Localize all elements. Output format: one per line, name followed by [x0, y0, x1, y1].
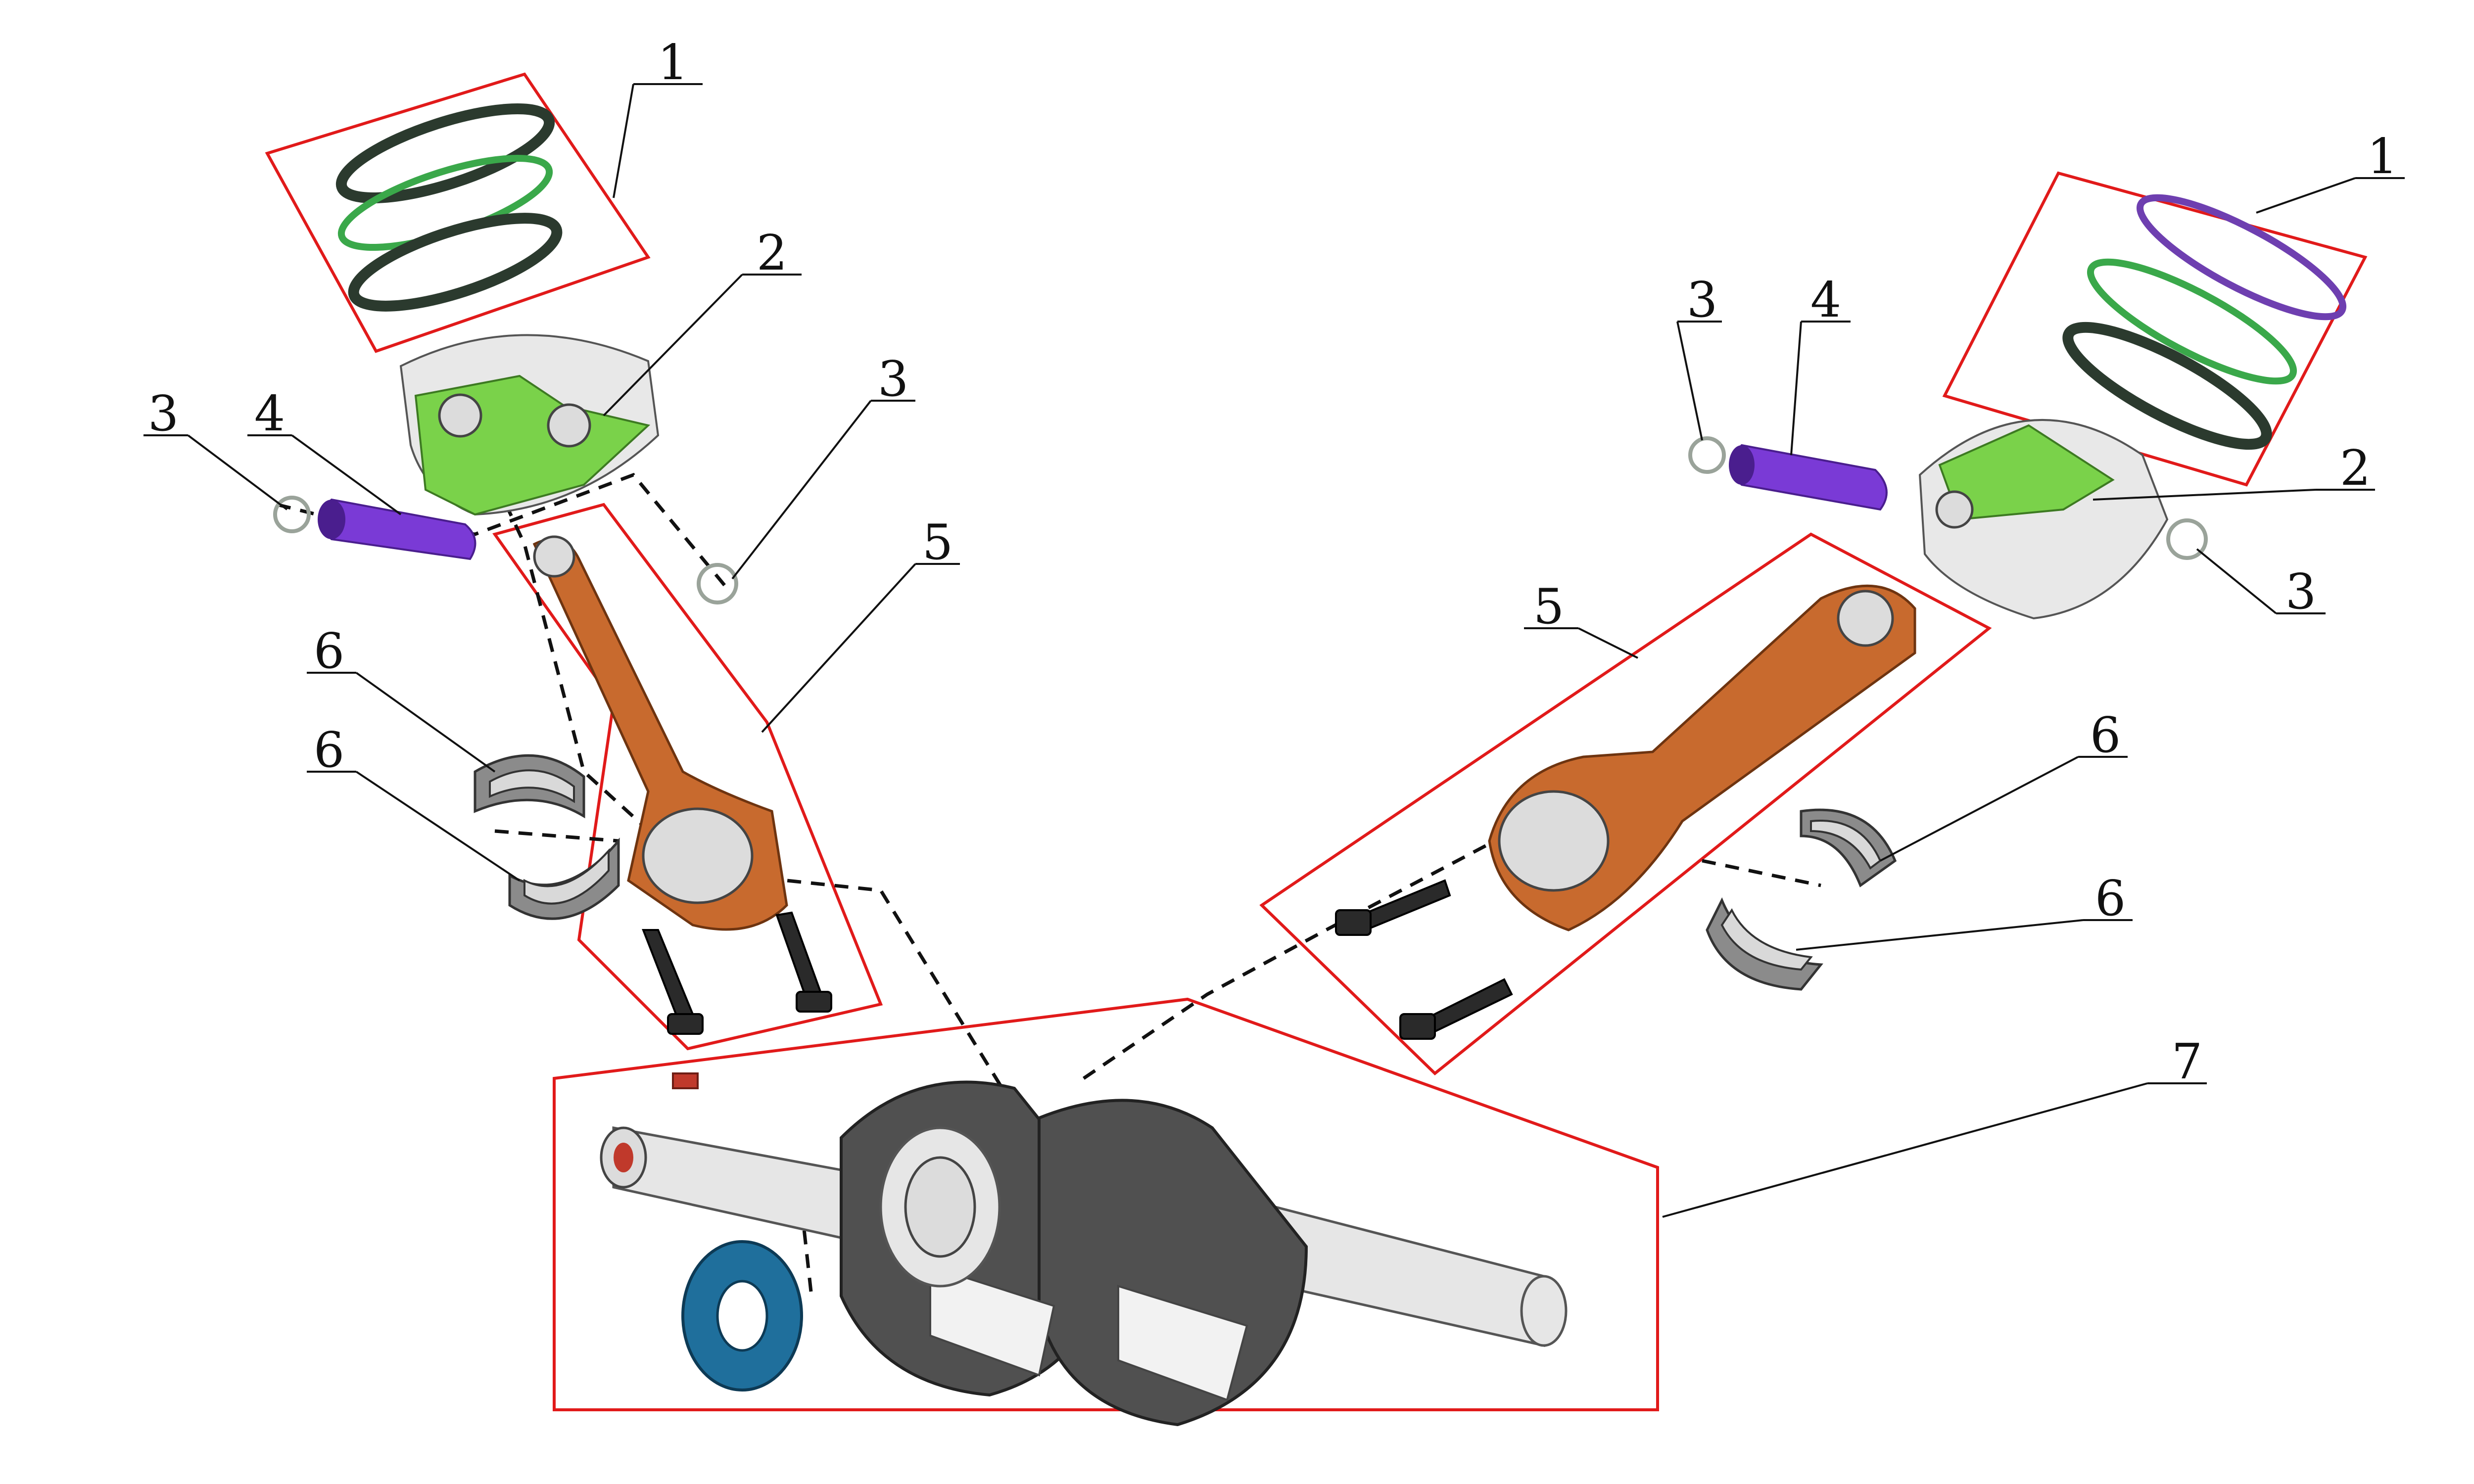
callout-left-piston: 2 — [757, 225, 787, 281]
callout-right-piston: 2 — [2340, 440, 2371, 497]
callout-left-clip-outer: 3 — [148, 386, 179, 442]
callout-left-rod: 5 — [922, 514, 953, 571]
right-ring-set-box — [1942, 171, 2368, 487]
callout-right-rod: 5 — [1533, 579, 1564, 635]
left-connecting-rod — [532, 535, 788, 931]
left-bearing-upper — [474, 754, 585, 819]
right-clip-inner — [2166, 518, 2208, 560]
callout-left-pin: 4 — [254, 386, 285, 442]
right-rod-bolts — [1335, 879, 1513, 1040]
callout-left-clip-inner: 3 — [878, 351, 908, 408]
left-rod-group-box — [492, 503, 883, 1051]
right-rod-group-box — [1259, 532, 1992, 1075]
callout-right-bearing-lower: 6 — [2095, 871, 2126, 927]
left-clip-inner — [697, 563, 738, 604]
left-bearing-path — [494, 829, 619, 843]
right-assembly-path — [1083, 834, 1584, 1080]
left-clip-outer — [273, 496, 311, 533]
callout-left-bearing-upper: 6 — [314, 623, 344, 680]
right-piston — [1918, 418, 2169, 620]
callout-right-pin: 4 — [1810, 272, 1841, 328]
left-rod-bolts — [642, 911, 832, 1035]
callout-right-ring-set: 1 — [2367, 129, 2398, 185]
right-bearing-upper — [1800, 808, 1897, 887]
left-piston-pin — [318, 498, 476, 560]
callout-right-bearing-upper: 6 — [2090, 707, 2121, 764]
left-pin-path — [277, 472, 729, 590]
right-clip-outer — [1688, 436, 1726, 474]
right-piston-ring-set — [2062, 194, 2347, 450]
left-piston-ring-set — [335, 103, 563, 312]
right-connecting-rod — [1488, 584, 1916, 931]
left-piston — [399, 334, 660, 516]
right-bearing-path — [1702, 859, 1821, 887]
left-bearing-lower — [508, 837, 620, 920]
callout-left-ring-set: 1 — [658, 35, 688, 91]
callout-right-clip-outer: 3 — [1687, 272, 1717, 328]
sprocket-path — [800, 1206, 813, 1297]
timing-sprocket — [681, 1240, 803, 1391]
crankshaft-box — [553, 997, 1659, 1411]
callout-crankshaft: 7 — [2172, 1034, 2202, 1090]
crankshaft — [600, 1072, 1568, 1427]
callout-left-bearing-lower: 6 — [314, 722, 344, 779]
right-piston-pin — [1729, 444, 1888, 511]
left-ring-set-box — [265, 72, 651, 353]
callout-right-clip-inner: 3 — [2285, 564, 2316, 620]
right-bearing-lower — [1706, 897, 1823, 991]
